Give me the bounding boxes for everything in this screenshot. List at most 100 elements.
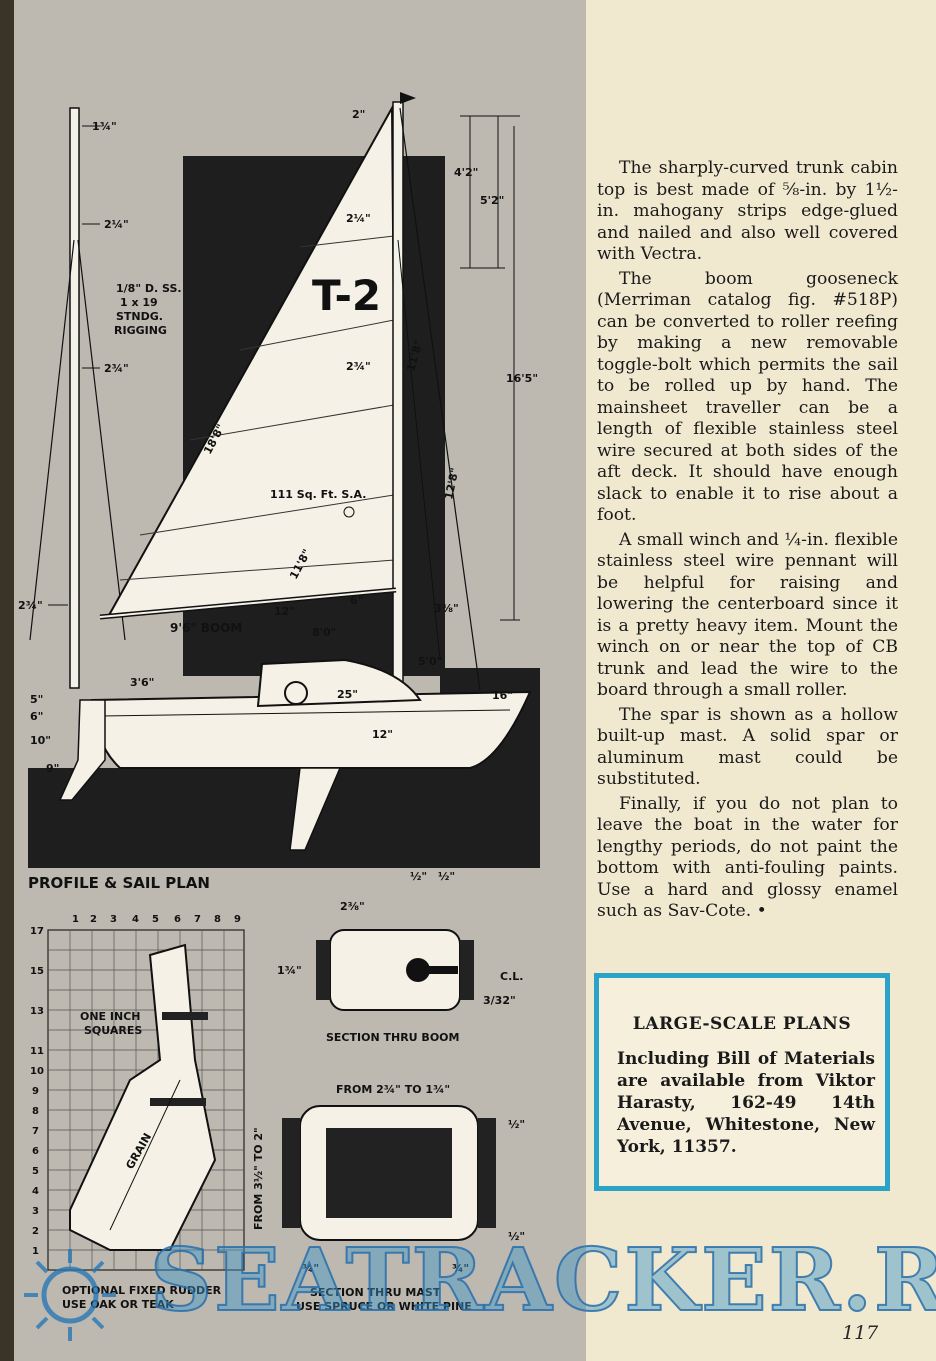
- svg-text:4: 4: [32, 1186, 39, 1197]
- dim-10: 10": [30, 734, 51, 747]
- dim-4-2: 4'2": [454, 166, 478, 179]
- dim-25: 25": [337, 688, 358, 701]
- porthole: [284, 681, 308, 705]
- rigging-line-1: 1/8" D. SS.: [116, 282, 182, 295]
- rudder-caption-1: OPTIONAL FIXED RUDDER: [62, 1284, 222, 1297]
- dim-12-8: 12'8": [442, 467, 461, 501]
- boom-section-height: 1¾": [277, 964, 302, 977]
- rigging-line-4: RIGGING: [114, 324, 167, 337]
- one-inch-line-1: ONE INCH: [80, 1010, 140, 1023]
- svg-text:13: 13: [30, 1006, 44, 1017]
- article-text: The sharply-curved trunk cabin top is be…: [597, 158, 898, 926]
- centerboard: [289, 767, 342, 851]
- dim-3-6: 3'6": [130, 676, 154, 689]
- plans-box: LARGE-SCALE PLANS Including Bill of Mate…: [594, 973, 890, 1191]
- svg-text:3: 3: [110, 914, 117, 925]
- boom-half-2: ½": [438, 870, 455, 883]
- svg-text:3: 3: [32, 1206, 39, 1217]
- dim-2-3-4-low: 2¾": [18, 599, 43, 612]
- watermark: SEATRACKER.RU: [149, 1229, 936, 1332]
- boom-cl: C.L.: [500, 970, 523, 983]
- profile-title: PROFILE & SAIL PLAN: [28, 874, 210, 892]
- mast-caption-2: USE SPRUCE OR WHITE PINE: [296, 1300, 472, 1313]
- svg-text:9: 9: [32, 1086, 39, 1097]
- dim-8-0: 8'0": [312, 626, 336, 639]
- mast-section: [282, 1105, 496, 1241]
- masthead-flag: [400, 92, 416, 104]
- svg-text:2: 2: [32, 1226, 39, 1237]
- paragraph-1: The sharply-curved trunk cabin top is be…: [597, 158, 898, 264]
- paragraph-3: A small winch and ¼-in. flexible stainle…: [597, 529, 898, 701]
- svg-text:8: 8: [214, 914, 221, 925]
- mast-half-1: ½": [508, 1118, 525, 1131]
- plans-title: LARGE-SCALE PLANS: [632, 1014, 852, 1034]
- mast-three-quarter-2: ¾": [452, 1262, 469, 1275]
- sail-area: 111 Sq. Ft. S.A.: [270, 488, 366, 501]
- dim-2-3-4-left: 2¾": [104, 362, 129, 375]
- dim-2-3-4-sail: 2¾": [346, 360, 371, 373]
- dim-16-5: 16'5": [506, 372, 538, 385]
- standalone-mast: [29, 107, 126, 689]
- svg-text:17: 17: [30, 926, 44, 937]
- dim-1-3-4-top: 1¾": [92, 120, 117, 133]
- dim-12: 12": [274, 605, 295, 618]
- svg-text:4: 4: [132, 914, 139, 925]
- dim-3-3-8: 3⅜": [434, 602, 459, 615]
- dim-6: 6": [350, 594, 363, 607]
- rudder-pattern: [69, 943, 217, 1251]
- svg-text:11: 11: [30, 1046, 44, 1057]
- svg-text:9: 9: [234, 914, 241, 925]
- svg-text:7: 7: [32, 1126, 39, 1137]
- mast-three-quarter-1: ¾": [302, 1262, 319, 1275]
- svg-text:15: 15: [30, 966, 44, 977]
- svg-text:6: 6: [174, 914, 181, 925]
- dim-5-2: 5'2": [480, 194, 504, 207]
- svg-text:5: 5: [152, 914, 159, 925]
- svg-text:6: 6: [32, 1146, 39, 1157]
- grid-y-labels: 17 15 13 11 10 9 8 7 6 5 4 3 2 1: [30, 926, 44, 1257]
- svg-text:1: 1: [32, 1246, 39, 1257]
- svg-text:7: 7: [194, 914, 201, 925]
- boat-mast: [392, 101, 404, 711]
- svg-text:8: 8: [32, 1106, 39, 1117]
- boom-section: [316, 929, 474, 1011]
- sail-window: [343, 506, 355, 518]
- sail-number: T-2: [312, 271, 381, 320]
- svg-text:1: 1: [72, 914, 79, 925]
- svg-text:2: 2: [90, 914, 97, 925]
- dim-12-keel: 12": [372, 728, 393, 741]
- dim-2-top: 2": [352, 108, 365, 121]
- rudder: [58, 699, 106, 801]
- mast-section-top: FROM 2¾" TO 1¾": [336, 1083, 450, 1096]
- paragraph-5: Finally, if you do not plan to leave the…: [597, 793, 898, 922]
- backdrop-lower: [28, 768, 540, 868]
- dim-5: 5": [30, 693, 43, 706]
- mast-half-2: ½": [508, 1230, 525, 1243]
- cabin: [256, 658, 422, 708]
- plans-drawing: 1¾" 2¼" 2¾" 2¾" 1/8" D. SS. 1 x 19 STNDG…: [18, 92, 540, 1313]
- rudder-strap-upper: [162, 1012, 208, 1020]
- forestay: [399, 107, 481, 691]
- dim-6-side: 6": [30, 710, 43, 723]
- rudder-strap-lower: [150, 1098, 206, 1106]
- one-inch-line-2: SQUARES: [84, 1024, 142, 1037]
- dim-9: 9": [46, 762, 59, 775]
- rigging-line-2: 1 x 19: [120, 296, 158, 309]
- svg-text:5: 5: [32, 1166, 39, 1177]
- grain-arrow: [109, 1079, 181, 1231]
- dimension-lines: [460, 115, 520, 621]
- boom-label: 9'6" BOOM: [170, 621, 242, 635]
- rigging-line-3: STNDG.: [116, 310, 163, 323]
- dim-5-0: 5'0": [418, 655, 442, 668]
- page-edge: [0, 0, 14, 1361]
- dim-2-1-4-sail: 2¼": [346, 212, 371, 225]
- sail-battens: [119, 235, 396, 581]
- grid-x-labels: 1 2 3 4 5 6 7 8 9: [72, 914, 241, 925]
- mast-caption-1: SECTION THRU MAST: [310, 1286, 441, 1299]
- paragraph-4: The spar is shown as a hollow built-up m…: [597, 704, 898, 790]
- boom-half-1: ½": [410, 870, 427, 883]
- paragraph-2: The boom gooseneck (Merriman catalog fig…: [597, 268, 898, 526]
- mast-section-side: FROM 3½" TO 2": [252, 1127, 265, 1230]
- dim-16: 16": [492, 689, 513, 702]
